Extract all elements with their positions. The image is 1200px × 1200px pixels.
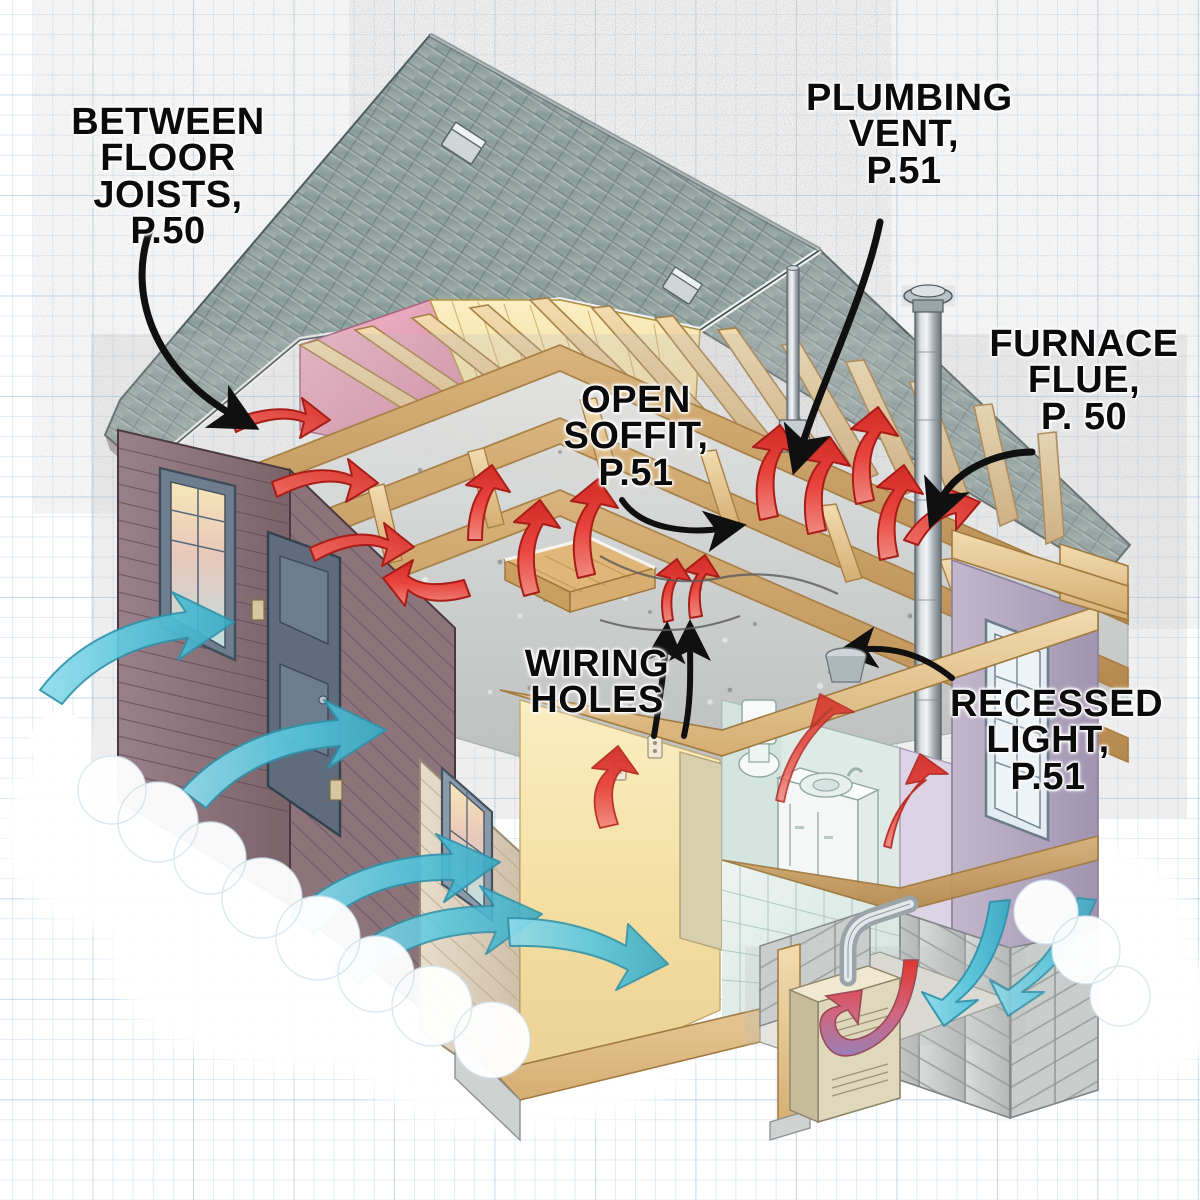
leader-wiring-hole-1 <box>643 621 686 739</box>
leader-wiring-hole-2 <box>669 619 712 739</box>
leader-arrows <box>138 218 1036 739</box>
leader-plumbing-vent <box>783 218 884 476</box>
electrical-wiring <box>599 555 839 632</box>
porch-light <box>251 594 265 621</box>
label-recessed-light: RECESSED LIGHT, P.51 <box>950 683 1164 798</box>
warm-air-return-arrow <box>819 959 919 1057</box>
leader-furnace-flue <box>924 448 1036 529</box>
porch-light <box>329 774 343 801</box>
interior-hallway <box>519 699 723 1102</box>
label-wiring-holes: WIRING HOLES <box>524 643 670 722</box>
entry-door <box>266 530 342 839</box>
recessed-light-can <box>825 647 867 683</box>
label-plumbing-vent: PLUMBING VENT, P.51 <box>806 77 1013 192</box>
leader-between-floor-joists <box>138 226 260 430</box>
roof-vent <box>441 121 487 165</box>
label-furnace-flue: FURNACE FLUE, P. 50 <box>989 323 1179 438</box>
roof-vent <box>662 266 704 305</box>
vanity-sink <box>775 767 880 902</box>
eave-band <box>951 528 1129 622</box>
leader-open-soffit <box>619 497 747 553</box>
snow-puffs <box>30 712 1151 1079</box>
label-open-soffit: OPEN SOFFIT, P.51 <box>563 379 709 494</box>
furnace-duct <box>839 895 919 987</box>
label-between-floor-joists: BETWEEN FLOOR JOISTS, P.50 <box>71 101 265 253</box>
electrical-outlet <box>647 735 663 759</box>
leader-recessed-light <box>835 626 955 681</box>
